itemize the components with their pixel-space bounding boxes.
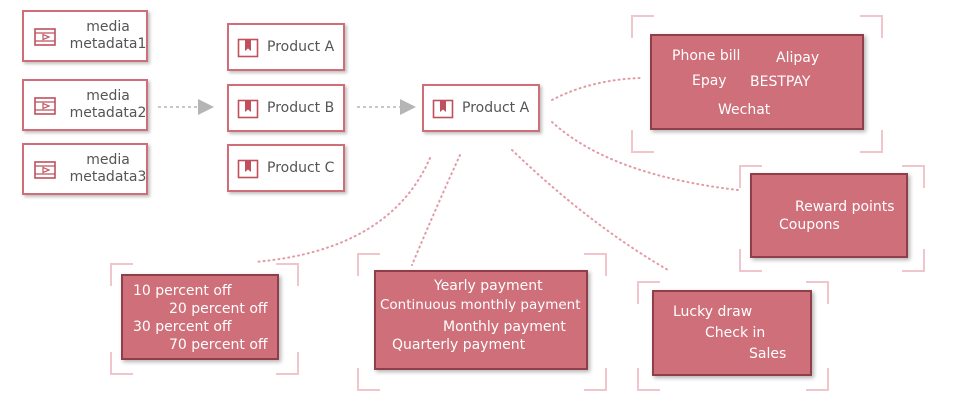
link-promotions [511, 149, 669, 271]
payment-wechat: Wechat [718, 102, 771, 118]
payment-phone-bill: Phone bill [672, 48, 741, 64]
media-node-3: media metadata3 [22, 143, 148, 195]
product-node-b: Product B [227, 84, 345, 132]
center-product-label: Product A [462, 100, 530, 116]
bracket-rewards [739, 165, 925, 272]
discount-70: 70 percent off [169, 337, 268, 353]
bracket-discounts [110, 263, 299, 375]
promo-check-in: Check in [705, 325, 766, 341]
video-icon [34, 161, 56, 179]
media-label-line1: media [86, 88, 130, 104]
bookmark-icon [432, 99, 454, 119]
billing-box: Yearly payment Continuous monthly paymen… [374, 270, 588, 370]
arrow-head-1 [198, 99, 214, 115]
link-billing [411, 154, 461, 266]
bookmark-icon [237, 159, 259, 179]
center-product-node: Product A [422, 84, 540, 132]
promo-lucky-draw: Lucky draw [673, 304, 753, 320]
billing-yearly: Yearly payment [434, 278, 543, 294]
bracket-payment [631, 15, 883, 153]
link-payment [551, 77, 641, 101]
bookmark-icon [237, 38, 259, 58]
media-node-1: media metadata1 [22, 10, 148, 62]
reward-points: Reward points [795, 199, 895, 215]
product-label: Product C [267, 160, 335, 176]
billing-quarterly: Quarterly payment [392, 337, 526, 353]
bookmark-icon [237, 99, 259, 119]
arrow-head-2 [400, 99, 416, 115]
bracket-promotions [637, 281, 829, 391]
media-label-line1: media [86, 19, 130, 35]
video-icon [34, 97, 56, 115]
video-icon [34, 28, 56, 46]
media-label-line2: metadata1 [69, 36, 147, 52]
reward-coupons: Coupons [779, 217, 840, 233]
media-label-line2: metadata3 [69, 169, 147, 185]
media-label-line2: metadata2 [69, 105, 147, 121]
payment-methods-box: Phone bill Alipay Epay BESTPAY Wechat [650, 34, 864, 130]
discounts-box: 10 percent off 20 percent off 30 percent… [121, 274, 279, 360]
payment-bestpay: BESTPAY [750, 74, 811, 90]
rewards-box: Reward points Coupons [750, 173, 908, 258]
link-discounts [254, 157, 431, 263]
discount-30: 30 percent off [133, 319, 232, 335]
billing-continuous-monthly: Continuous monthly payment [380, 297, 581, 313]
promo-sales: Sales [749, 346, 787, 362]
product-label: Product B [267, 100, 335, 116]
link-rewards [551, 121, 739, 191]
media-node-2: media metadata2 [22, 79, 148, 131]
discount-20: 20 percent off [169, 301, 268, 317]
bracket-billing [357, 253, 607, 391]
media-label-line1: media [86, 152, 130, 168]
product-label: Product A [267, 39, 335, 55]
billing-monthly: Monthly payment [443, 319, 566, 335]
payment-alipay: Alipay [776, 50, 820, 66]
product-node-c: Product C [227, 144, 345, 192]
payment-epay: Epay [692, 73, 727, 89]
discount-10: 10 percent off [133, 283, 232, 299]
promotions-box: Lucky draw Check in Sales [652, 290, 812, 376]
product-node-a: Product A [227, 23, 345, 71]
